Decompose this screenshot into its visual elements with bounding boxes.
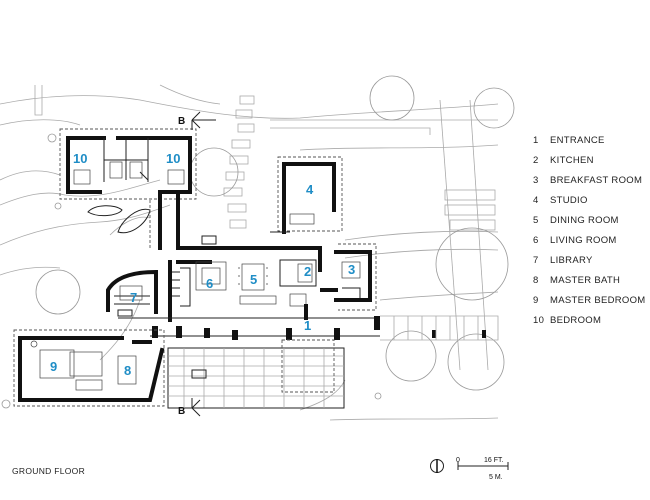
drawing-title: GROUND FLOOR xyxy=(12,466,86,476)
corridor xyxy=(149,190,292,264)
master-suite xyxy=(13,329,165,407)
scale-bar: 0 16 FT. 5 M. xyxy=(456,457,509,481)
studio-block xyxy=(270,156,343,234)
room-label-bedroom: 10 xyxy=(166,151,180,166)
bedroom-wing xyxy=(59,128,197,200)
room-label-entrance: 1 xyxy=(304,318,311,333)
svg-text:16 FT.: 16 FT. xyxy=(484,457,504,464)
svg-text:0: 0 xyxy=(456,457,460,464)
main-house xyxy=(168,243,377,322)
room-label-living-room: 6 xyxy=(206,276,213,291)
room-label-library: 7 xyxy=(130,290,137,305)
svg-text:5 M.: 5 M. xyxy=(489,474,503,481)
section-marker-top: B xyxy=(178,111,216,130)
section-marker-bottom: B xyxy=(178,398,216,417)
room-label-studio: 4 xyxy=(306,182,314,197)
room-label-breakfast-room: 3 xyxy=(348,262,355,277)
site-trees xyxy=(1,75,515,409)
library-block xyxy=(106,269,158,317)
room-label-master-bedroom: 9 xyxy=(50,359,57,374)
boulders xyxy=(87,205,151,234)
entry-facade xyxy=(118,304,499,341)
room-label-dining-room: 5 xyxy=(250,272,257,287)
room-label-bedroom: 10 xyxy=(73,151,87,166)
room-label-kitchen: 2 xyxy=(304,264,311,279)
svg-text:B: B xyxy=(178,116,185,127)
site-contours xyxy=(0,84,499,421)
room-labels: 10 10 4 2 3 5 6 7 1 9 8 xyxy=(50,151,355,378)
north-arrow xyxy=(430,459,444,473)
svg-text:B: B xyxy=(178,406,185,417)
stepping-stones xyxy=(223,95,496,231)
entry-terrace xyxy=(167,339,345,409)
room-label-master-bath: 8 xyxy=(124,363,131,378)
